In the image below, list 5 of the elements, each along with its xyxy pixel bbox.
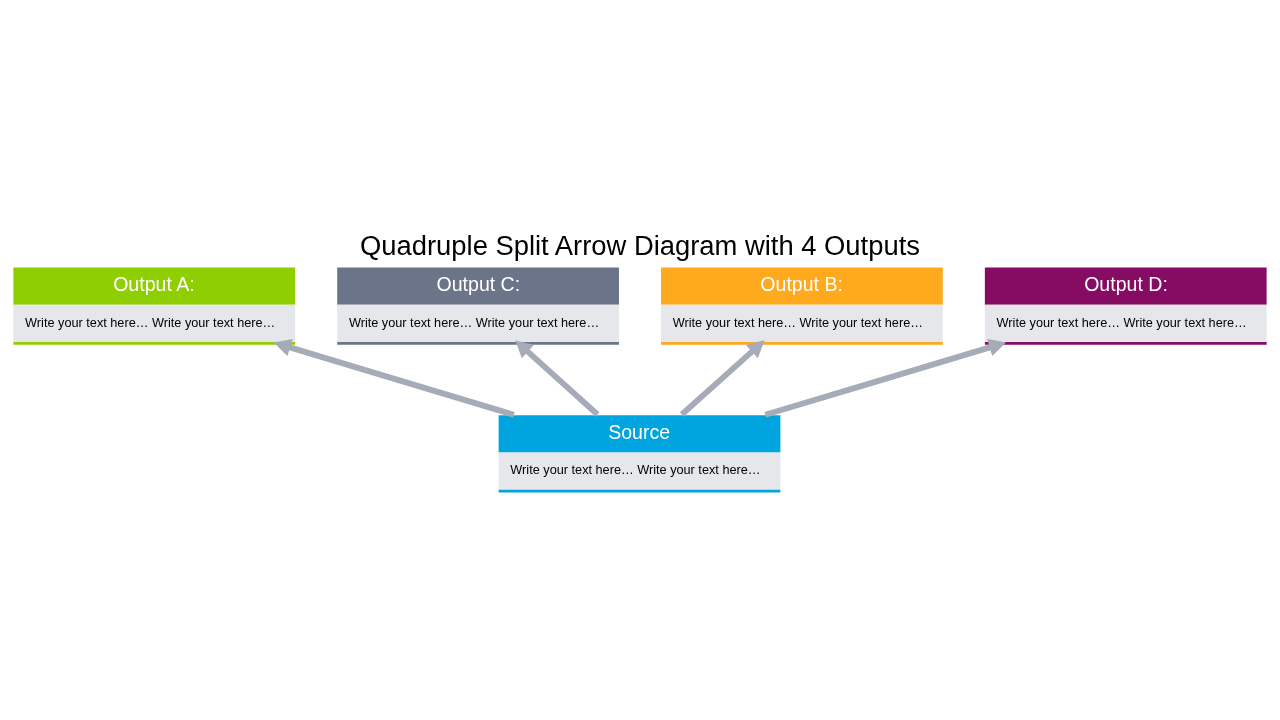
arrow [764, 338, 1007, 418]
arrow [515, 339, 600, 417]
arrow [679, 339, 765, 417]
diagram-title: Quadruple Split Arrow Diagram with 4 Outputs [360, 229, 920, 261]
arrow [273, 338, 515, 418]
